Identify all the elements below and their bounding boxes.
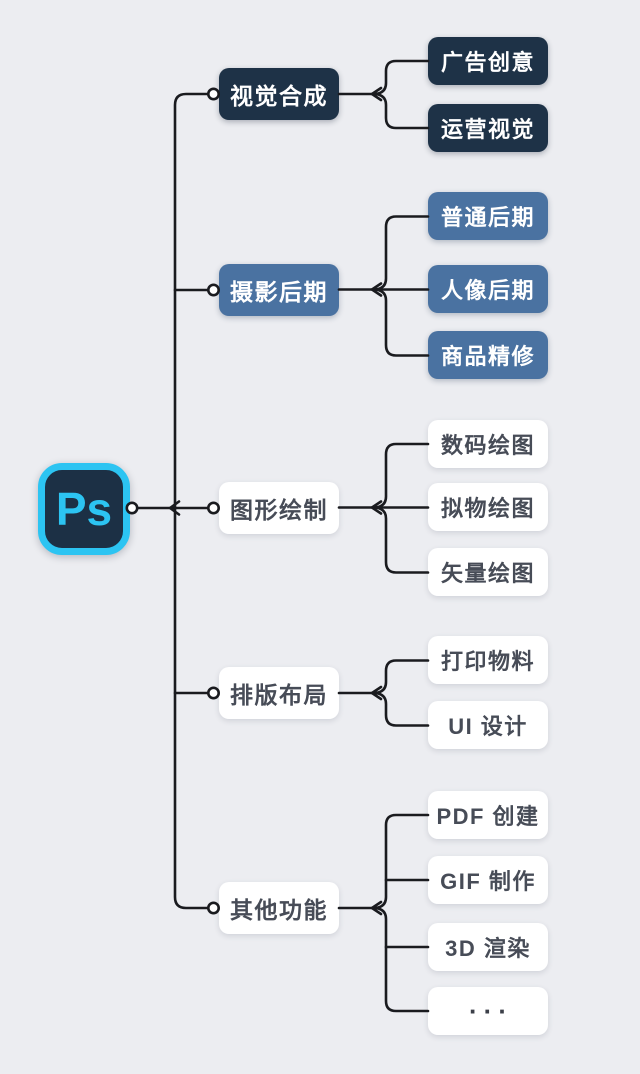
subtopic-portrait-retouch[interactable]: 人像后期: [428, 265, 548, 313]
subtopic-ad-creative[interactable]: 广告创意: [428, 37, 548, 85]
ellipsis-label: ···: [469, 995, 513, 1026]
connector-dots: [125, 87, 221, 915]
subtopic-ui-design[interactable]: UI 设计: [428, 701, 548, 749]
subtopic-skeuomorphic-drawing[interactable]: 拟物绘图: [428, 483, 548, 531]
subtopic-print-materials[interactable]: 打印物料: [428, 636, 548, 684]
subtopic-more-ellipsis[interactable]: ···: [428, 987, 548, 1035]
ps-logo-label: Ps: [55, 483, 113, 535]
branch-graphic-drawing[interactable]: 图形绘制: [219, 482, 339, 534]
subtopic-pdf-creation[interactable]: PDF 创建: [428, 791, 548, 839]
branch2-dot: [207, 283, 221, 297]
root-node-photoshop-logo[interactable]: Ps: [38, 463, 130, 555]
subtopic-digital-painting[interactable]: 数码绘图: [428, 420, 548, 468]
subtopic-product-retouch[interactable]: 商品精修: [428, 331, 548, 379]
branch-visual-compositing[interactable]: 视觉合成: [219, 68, 339, 120]
branch5-dot: [207, 901, 221, 915]
branch1-dot: [207, 87, 221, 101]
branch-other-features[interactable]: 其他功能: [219, 882, 339, 934]
trunk-arrowhead: [168, 500, 181, 516]
subtopic-3d-rendering[interactable]: 3D 渲染: [428, 923, 548, 971]
branch3-dot: [207, 501, 221, 515]
subtopic-operations-visual[interactable]: 运营视觉: [428, 104, 548, 152]
trunk-line: [173, 92, 210, 910]
subtopic-general-retouch[interactable]: 普通后期: [428, 192, 548, 240]
branch4-dot: [207, 686, 221, 700]
subtopic-gif-making[interactable]: GIF 制作: [428, 856, 548, 904]
branch-photo-postprocessing[interactable]: 摄影后期: [219, 264, 339, 316]
branch-typesetting-layout[interactable]: 排版布局: [219, 667, 339, 719]
subtopic-vector-drawing[interactable]: 矢量绘图: [428, 548, 548, 596]
